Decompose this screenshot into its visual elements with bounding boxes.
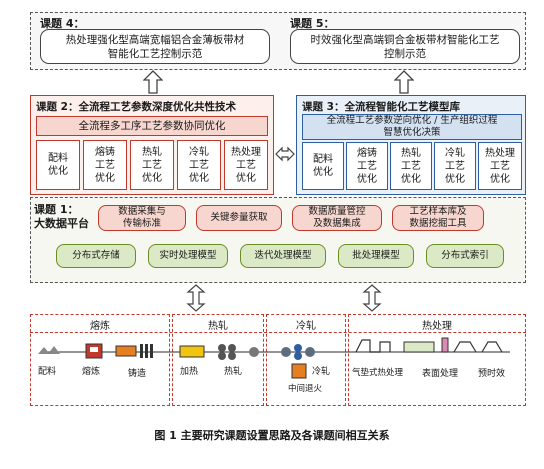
- distributed-index: 分布式索引: [426, 244, 504, 268]
- updown-arrow-icon: [362, 284, 382, 312]
- step-casting: 铸造: [128, 369, 147, 379]
- distributed-storage: 分布式存储: [56, 244, 136, 268]
- step-hot-rolling: 热轧: [224, 367, 243, 377]
- step-batching: 配料: [38, 367, 57, 377]
- step-heating: 加热: [180, 367, 199, 377]
- topic4-label: 课题 4：: [40, 17, 85, 30]
- section-label-smelting: 熔炼: [90, 321, 110, 332]
- casting-icon: [115, 344, 153, 358]
- process-line-illustration: [38, 337, 510, 379]
- topic3-cell: 热处理 工艺 优化: [478, 142, 522, 190]
- key-parameter-acquisition: 关键参量获取: [196, 205, 282, 231]
- heating-furnace-icon: [179, 345, 205, 358]
- step-air-cushion-heat-treatment: 气垫式热处理: [352, 368, 404, 378]
- up-arrow-icon: [143, 70, 163, 94]
- topic2-cells: 配料 优化 熔铸 工艺 优化 热轧 工艺 优化 冷轧 工艺 优化 热处理 工艺 …: [36, 140, 268, 190]
- realtime-model: 实时处理模型: [148, 244, 228, 268]
- step-cold-rolling: 冷轧: [312, 367, 331, 377]
- raw-material-icon: [38, 346, 60, 354]
- section-label-hot-rolling: 热轧: [208, 321, 228, 332]
- step-smelting: 熔炼: [82, 367, 101, 377]
- topic2-cell: 热处理 工艺 优化: [224, 140, 268, 190]
- section-smelting: [30, 314, 170, 406]
- topic2-cell: 热轧 工艺 优化: [130, 140, 174, 190]
- updown-arrow-icon: [186, 284, 206, 312]
- section-cold-rolling: [266, 314, 346, 406]
- section-divider: [30, 332, 526, 333]
- heat-treatment-line-icon: [355, 337, 503, 353]
- section-label-cold-rolling: 冷轧: [296, 321, 316, 332]
- topic3-cell: 热轧 工艺 优化: [390, 142, 432, 190]
- topic5-box: 时效强化型高端铜合金板带材智能化工艺 控制示范: [290, 29, 520, 64]
- step-intermediate-annealing: 中间退火: [288, 384, 323, 394]
- up-arrow-icon: [394, 70, 414, 94]
- topic3-cells: 配料 优化 熔铸 工艺 优化 热轧 工艺 优化 冷轧 工艺 优化 热处理 工艺 …: [302, 142, 522, 190]
- topic3-subtitle: 全流程工艺参数逆向优化 / 生产组织过程 智慧优化决策: [302, 114, 522, 140]
- topic3-title: 课题 3：全流程智能化工艺模型库: [302, 101, 460, 113]
- topic2-title: 课题 2：全流程工艺参数深度优化共性技术: [36, 101, 236, 113]
- topic3-cell: 配料 优化: [302, 142, 344, 190]
- topic2-cell: 配料 优化: [36, 140, 80, 190]
- data-quality-control: 数据质量管控 及数据集成: [292, 205, 382, 231]
- topic3-cell: 冷轧 工艺 优化: [434, 142, 476, 190]
- iterative-model: 迭代处理模型: [240, 244, 326, 268]
- annealing-furnace-icon: [291, 363, 307, 379]
- topic2-cell: 冷轧 工艺 优化: [177, 140, 221, 190]
- process-sample-library: 工艺样本库及 数据挖掘工具: [392, 205, 484, 231]
- step-pre-aging: 预时效: [478, 369, 506, 379]
- cold-rolling-mill-icon: [281, 344, 315, 360]
- hot-rolling-mill-icon: [218, 344, 259, 360]
- figure-caption: 图 1 主要研究课题设置思路及各课题间相互关系: [154, 429, 390, 442]
- data-collection-standard: 数据采集与 传输标准: [98, 205, 186, 231]
- topic4-box: 热处理强化型高端宽幅铝合金薄板带材 智能化工艺控制示范: [40, 29, 270, 64]
- topic2-cell: 熔铸 工艺 优化: [83, 140, 127, 190]
- topic1-platform: 大数据平台: [34, 217, 89, 230]
- step-surface-treatment: 表面处理: [422, 369, 459, 379]
- topic2-subtitle: 全流程多工序工艺参数协同优化: [36, 116, 268, 136]
- double-arrow-icon: [275, 146, 295, 162]
- topic1-label: 课题 1：: [34, 203, 79, 216]
- section-hot-rolling: [172, 314, 264, 406]
- topic5-label: 课题 5：: [290, 17, 335, 30]
- section-heat-treatment: [348, 314, 526, 406]
- furnace-icon: [85, 343, 103, 359]
- topic3-cell: 熔铸 工艺 优化: [346, 142, 388, 190]
- batch-model: 批处理模型: [338, 244, 414, 268]
- section-label-heat-treatment: 热处理: [422, 321, 452, 332]
